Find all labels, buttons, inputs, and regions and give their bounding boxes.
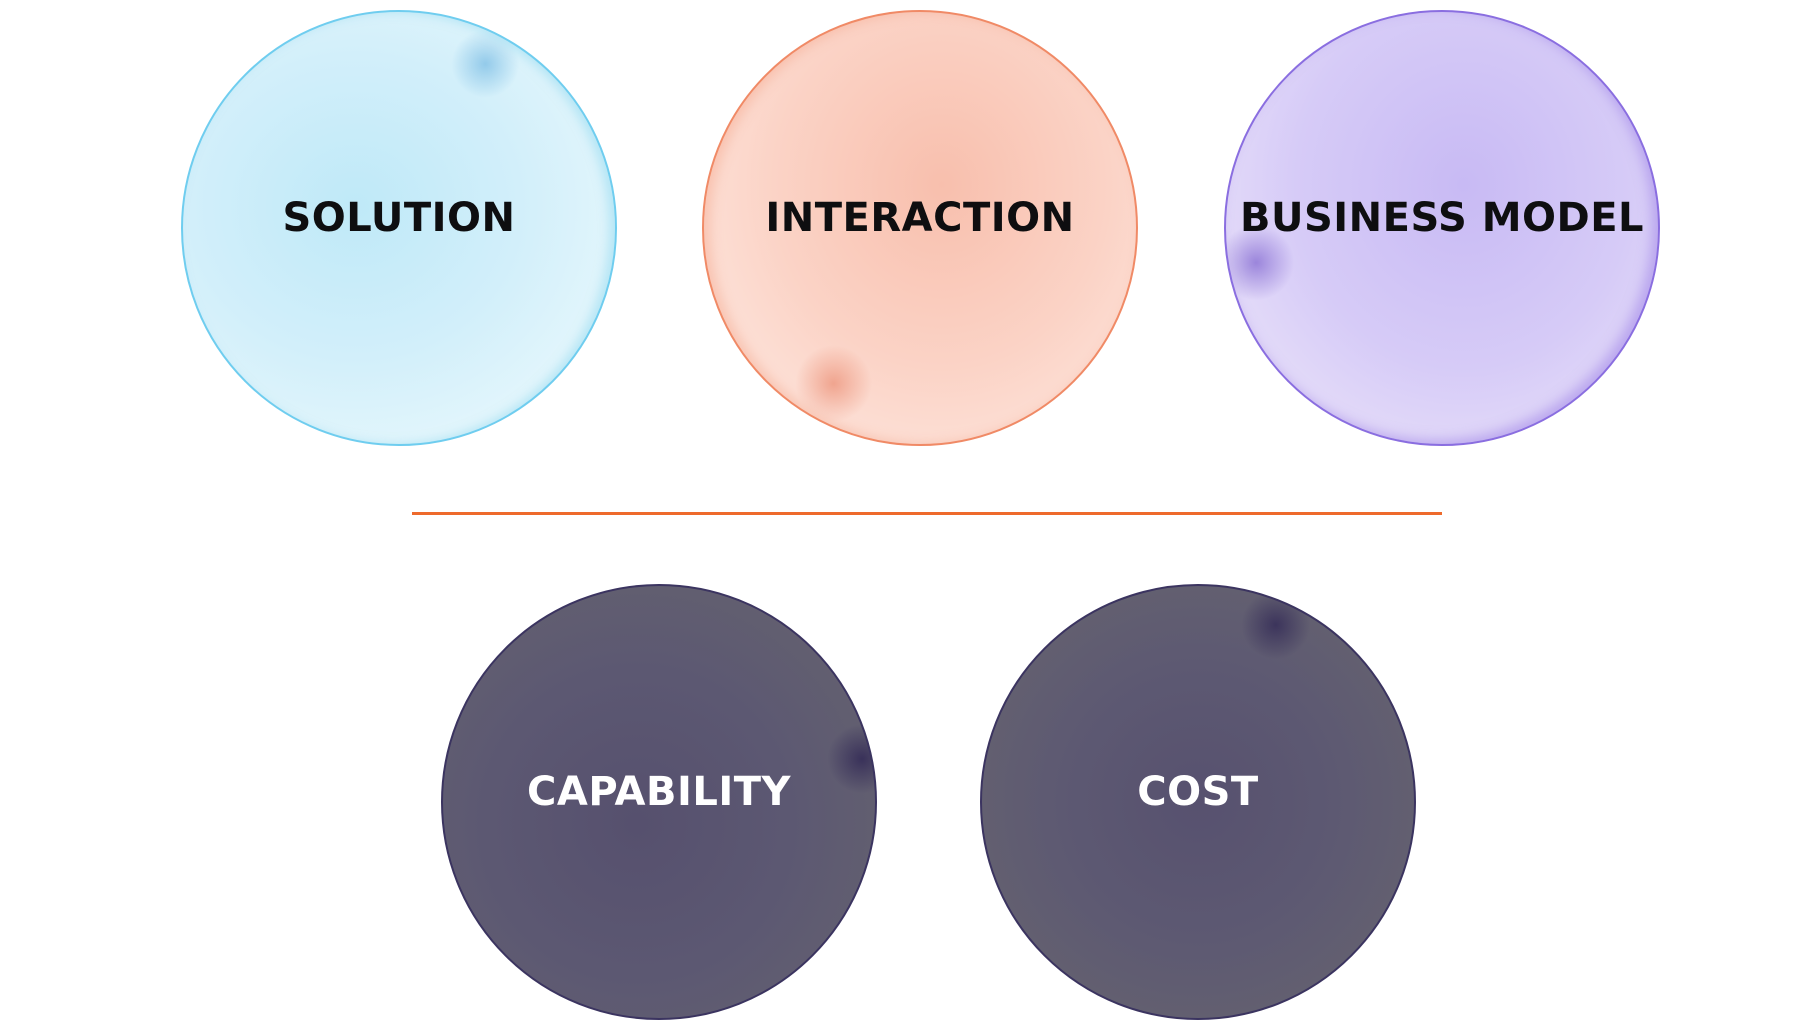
interaction-circle: INTERACTION bbox=[702, 10, 1138, 446]
capability-label: CAPABILITY bbox=[527, 769, 791, 815]
cost-circle: COST bbox=[980, 584, 1416, 1020]
capability-circle: CAPABILITY bbox=[441, 584, 877, 1020]
divider-line bbox=[412, 512, 1442, 515]
business-model-label: BUSINESS MODEL bbox=[1239, 195, 1645, 241]
solution-circle: SOLUTION bbox=[181, 10, 617, 446]
interaction-label: INTERACTION bbox=[765, 195, 1075, 241]
solution-label: SOLUTION bbox=[282, 195, 516, 241]
business-model-circle: BUSINESS MODEL bbox=[1224, 10, 1660, 446]
cost-label: COST bbox=[1137, 769, 1259, 815]
